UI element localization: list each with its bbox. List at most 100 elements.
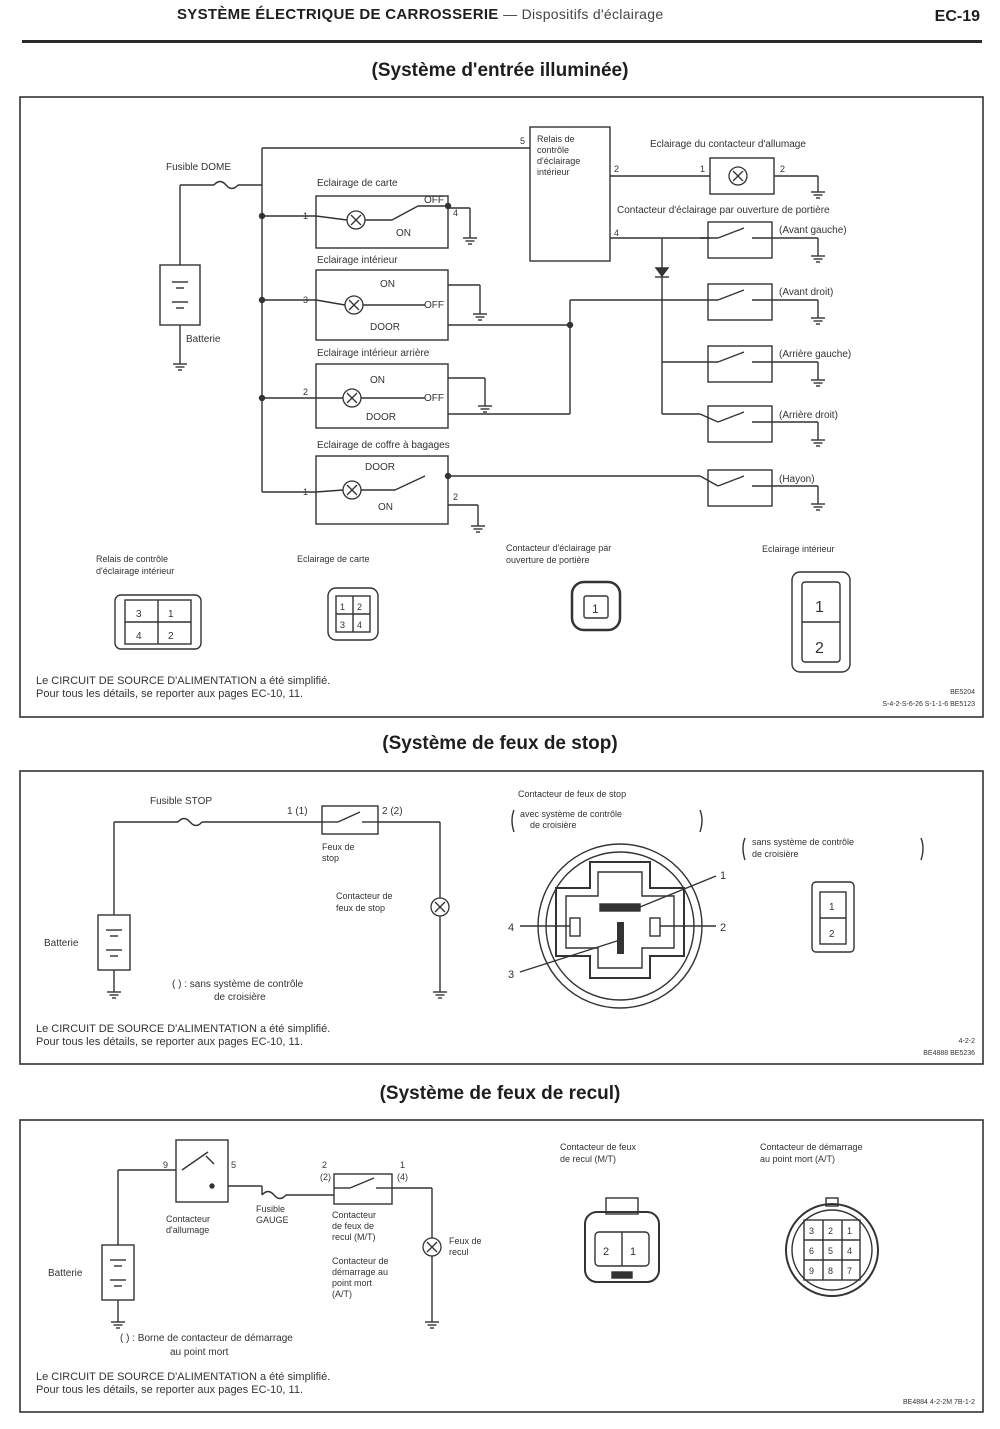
svg-text:9: 9 [809, 1266, 814, 1276]
svg-text:1: 1 [168, 609, 174, 620]
stop-without-cruise-0: sans système de contrôle [752, 837, 854, 847]
conn-mt-label-1: de recul (M/T) [560, 1154, 616, 1164]
stop-footnote-0: ( ) : sans système de contrôle [172, 979, 304, 990]
svg-text:5: 5 [828, 1246, 833, 1256]
rear-sw-door: DOOR [366, 412, 396, 423]
entree-note-1: Pour tous les détails, se reporter aux p… [36, 688, 303, 700]
stop-pin-1: 1 [720, 870, 726, 882]
page-number: EC-19 [934, 8, 980, 25]
interior-light-relay [529, 126, 611, 262]
svg-text:1: 1 [847, 1226, 852, 1236]
section-title-recul: (Système de feux de recul) [379, 1083, 621, 1104]
header-title-text: SYSTÈME ÉLECTRIQUE DE CARROSSERIE [177, 6, 499, 23]
conn-relay-label-0: Relais de contrôle [96, 554, 168, 564]
svg-text:2: 2 [303, 387, 308, 397]
header-title: SYSTÈME ÉLECTRIQUE DE CARROSSERIE — Disp… [177, 6, 663, 23]
stop-switch-connector-cruise: 1 2 3 4 [508, 843, 726, 1009]
ignition-switch [175, 1139, 229, 1203]
svg-text:2: 2 [453, 492, 458, 502]
fuse-stop-symbol [177, 817, 203, 827]
reverse-lamp-label-0: Feux de [449, 1236, 482, 1246]
interior-light-box [315, 269, 449, 341]
reverse-switch-label-1: de feux de [332, 1221, 374, 1231]
connector-reverse-mt: 2 1 [584, 1197, 660, 1283]
door-switch-rear-right: (Arrière droit) [699, 405, 838, 447]
reverse-switch [333, 1173, 393, 1205]
stop-switch [321, 805, 379, 835]
svg-text:1: 1 [303, 211, 308, 221]
battery-entree-label: Batterie [186, 334, 221, 345]
rear-sw-off: OFF [424, 393, 444, 404]
trunk-sw-on: ON [378, 502, 393, 513]
fuse-gauge-label-1: GAUGE [256, 1215, 289, 1225]
fuse-dome-label: Fusible DOME [166, 162, 231, 173]
svg-text:1: 1 [630, 1246, 636, 1258]
svg-text:1: 1 [340, 602, 345, 612]
stop-pin-4: 4 [508, 922, 514, 934]
door-pos-4: (Hayon) [779, 474, 815, 485]
conn-mt-label-0: Contacteur de feux [560, 1142, 637, 1152]
stop-switch-connector-no-cruise: 1 2 [811, 881, 855, 953]
svg-text:3: 3 [809, 1226, 814, 1236]
diode-symbol [654, 267, 670, 278]
door-switch-front-right: (Avant droit) [700, 283, 833, 325]
stop-with-cruise-1: de croisière [530, 820, 577, 830]
neutral-label-1: démarrage au [332, 1267, 388, 1277]
svg-text:4: 4 [136, 631, 142, 642]
battery-recul [101, 1244, 135, 1301]
recul-footnote-0: ( ) : Borne de contacteur de démarrage [120, 1333, 293, 1344]
ignition-switch-light-label: Eclairage du contacteur d'allumage [650, 139, 806, 150]
entree-ref-0: BE5204 [950, 689, 975, 696]
stop-note-0: Le CIRCUIT DE SOURCE D'ALIMENTATION a ét… [36, 1023, 330, 1035]
stop-footnote-1: de croisière [214, 992, 266, 1003]
stop-switch-label-1: stop [322, 853, 339, 863]
trunk-light-box [315, 455, 449, 525]
svg-text:2: 2 [322, 1160, 327, 1170]
svg-text:1: 1 [592, 602, 599, 616]
svg-text:5: 5 [231, 1160, 236, 1170]
stop-ref-1: BE4888 BE5236 [923, 1050, 975, 1057]
stop-pin-left: 1 (1) [287, 806, 308, 817]
stop-pin-2: 2 [720, 922, 726, 934]
conn-at-label-1: au point mort (A/T) [760, 1154, 835, 1164]
ignition-label-1: d'allumage [166, 1225, 209, 1235]
stop-lamp-label-0: Contacteur de [336, 891, 393, 901]
svg-text:7: 7 [847, 1266, 852, 1276]
stop-connector-title: Contacteur de feux de stop [518, 789, 626, 799]
svg-text:1: 1 [815, 599, 824, 616]
conn-relay-label-1: d'éclairage intérieur [96, 566, 174, 576]
svg-text:2: 2 [780, 164, 785, 174]
svg-text:1: 1 [700, 164, 705, 174]
battery-entree [159, 264, 201, 326]
map-light-box [315, 195, 449, 249]
frame-recul [19, 1119, 984, 1413]
int-sw-door: DOOR [370, 322, 400, 333]
interior-light-label: Eclairage intérieur [317, 255, 398, 266]
entree-note-0: Le CIRCUIT DE SOURCE D'ALIMENTATION a ét… [36, 675, 330, 687]
relay-label-2: d'éclairage [537, 156, 580, 166]
fuse-dome-symbol [213, 180, 239, 190]
door-pos-3: (Arrière droit) [779, 410, 838, 421]
relay-label-3: intérieur [537, 167, 570, 177]
battery-stop-label: Batterie [44, 938, 79, 949]
map-sw-on: ON [396, 228, 411, 239]
recul-note-0: Le CIRCUIT DE SOURCE D'ALIMENTATION a ét… [36, 1371, 330, 1383]
rear-sw-on: ON [370, 375, 385, 386]
door-pos-0: (Avant gauche) [779, 225, 847, 236]
header-subtitle: — Dispositifs d'éclairage [503, 6, 664, 22]
svg-text:2: 2 [357, 602, 362, 612]
svg-text:(2): (2) [320, 1172, 331, 1182]
trunk-light-label: Eclairage de coffre à bagages [317, 440, 450, 451]
neutral-label-0: Contacteur de [332, 1256, 389, 1266]
svg-text:5: 5 [520, 136, 525, 146]
int-sw-on: ON [380, 279, 395, 290]
battery-recul-label: Batterie [48, 1268, 83, 1279]
svg-text:8: 8 [828, 1266, 833, 1276]
frame-stop [19, 770, 984, 1065]
ignition-label-0: Contacteur [166, 1214, 210, 1224]
relay-label-0: Relais de [537, 134, 575, 144]
stop-pin-3: 3 [508, 969, 514, 981]
svg-text:2: 2 [603, 1246, 609, 1258]
